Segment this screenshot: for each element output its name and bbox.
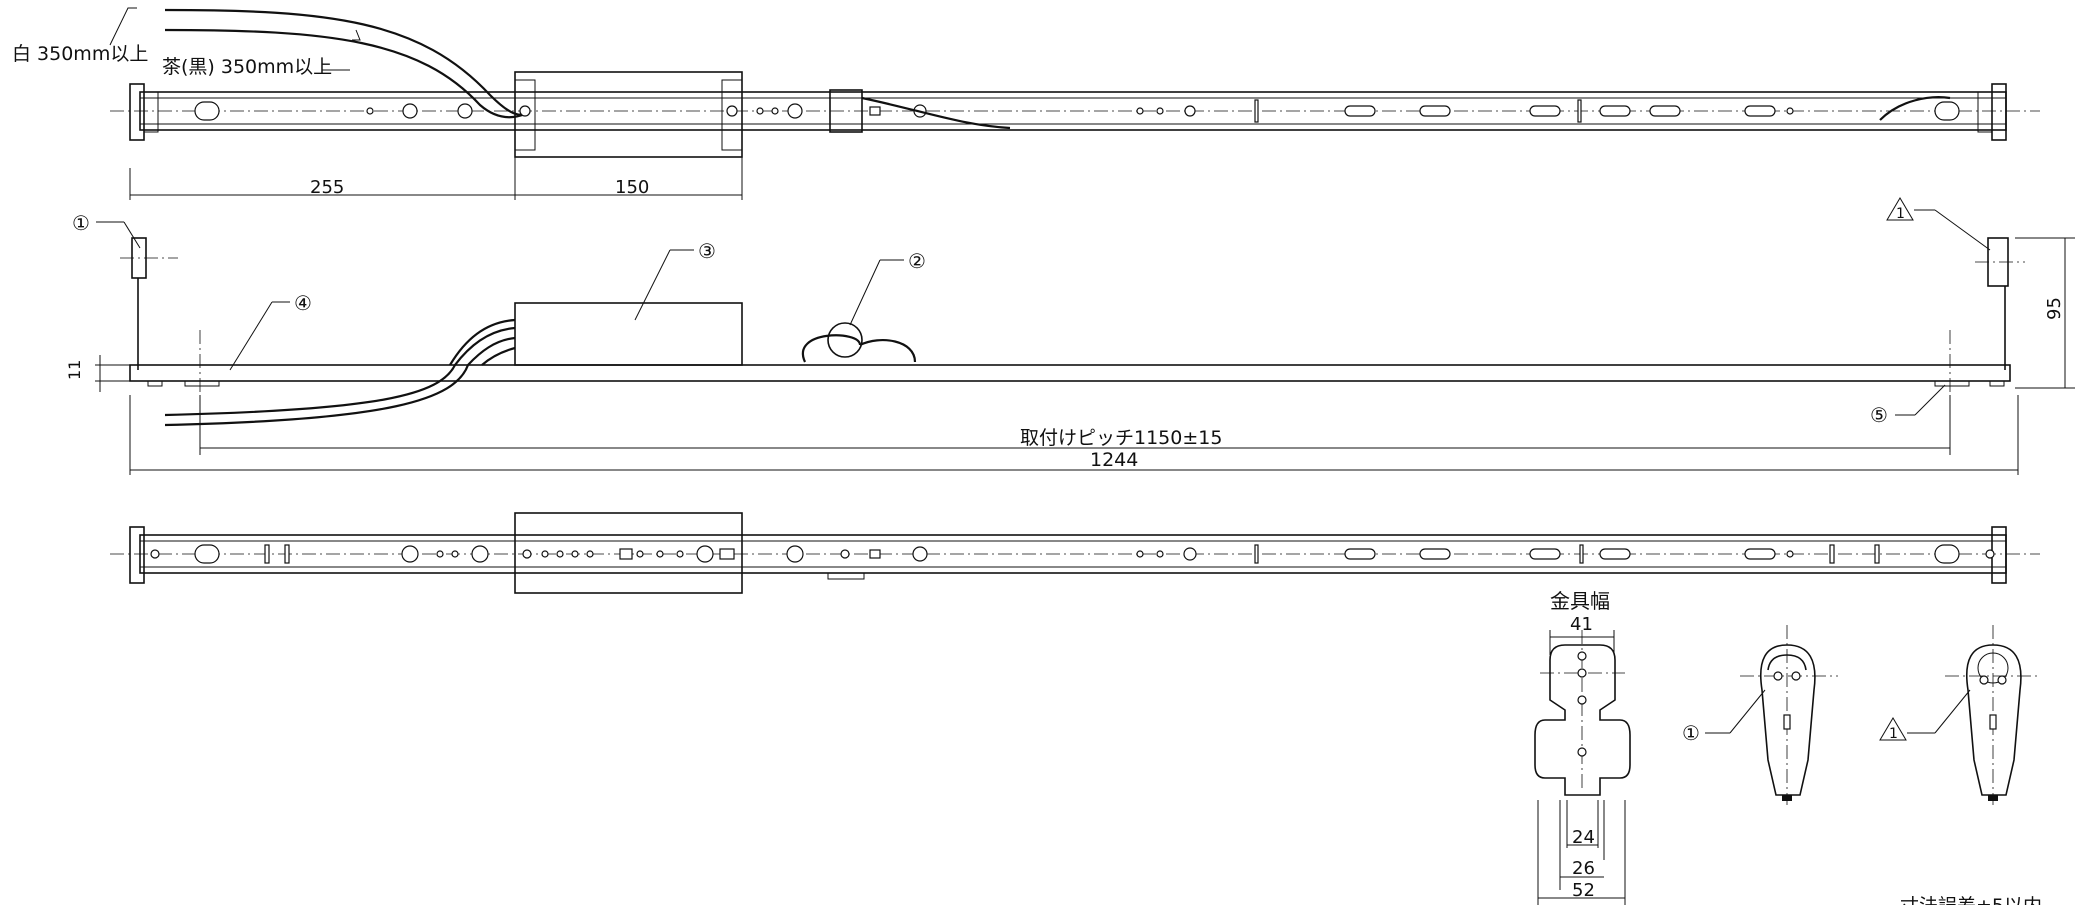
callout-5: ⑤ xyxy=(1870,403,1888,427)
wire-brown-label: 茶(黒) 350mm以上 xyxy=(162,56,332,78)
top-ballast xyxy=(514,71,743,158)
dim-24: 24 xyxy=(1572,827,1595,848)
bracket-plate xyxy=(1534,644,1631,796)
side-ballast xyxy=(514,302,743,366)
callout-1: ① xyxy=(72,211,90,235)
bracket-width-title: 金具幅 xyxy=(1550,589,1610,613)
side-base xyxy=(129,364,2011,382)
top-view: 白 350mm以上 茶(黒) 350mm以上 xyxy=(12,7,2040,200)
dim-52: 52 xyxy=(1572,880,1595,901)
dim-150: 150 xyxy=(615,177,649,198)
mount-pitch-label: 取付けピッチ1150±15 xyxy=(1020,427,1222,449)
dim-95: 95 xyxy=(2044,297,2065,320)
detail-callout-1b: 1 xyxy=(1889,726,1898,742)
wire-white-label: 白 350mm以上 xyxy=(12,43,148,65)
detail-callout-1: ① xyxy=(1682,721,1700,745)
callout-1b: 1 xyxy=(1896,206,1905,222)
tolerance-note: 寸法誤差±5以内 xyxy=(1900,895,2042,905)
warning-triangle-icon: 1 xyxy=(1879,717,1907,742)
dim-41: 41 xyxy=(1570,614,1593,635)
top-clamp xyxy=(829,89,863,133)
bottom-view xyxy=(110,512,2040,594)
side-clamp xyxy=(827,322,863,358)
dim-255: 255 xyxy=(310,177,344,198)
callout-2: ② xyxy=(908,249,926,273)
callout-3: ③ xyxy=(698,239,716,263)
side-view: ① ③ ② ④ ⑤ 1 95 11 取付けピッチ1150±15 1244 xyxy=(65,197,2075,475)
overall-length-label: 1244 xyxy=(1090,449,1138,471)
dim-11: 11 xyxy=(65,360,84,380)
socket-detail-1: ① xyxy=(1682,625,1838,805)
socket-detail-1b: 1 xyxy=(1879,625,2040,805)
bracket-width-detail: 金具幅 41 24 26 52 xyxy=(1534,589,1631,905)
dim-26: 26 xyxy=(1572,858,1595,879)
warning-triangle-icon: 1 xyxy=(1886,197,1914,222)
callout-4: ④ xyxy=(294,291,312,315)
bottom-ballast xyxy=(514,512,743,594)
